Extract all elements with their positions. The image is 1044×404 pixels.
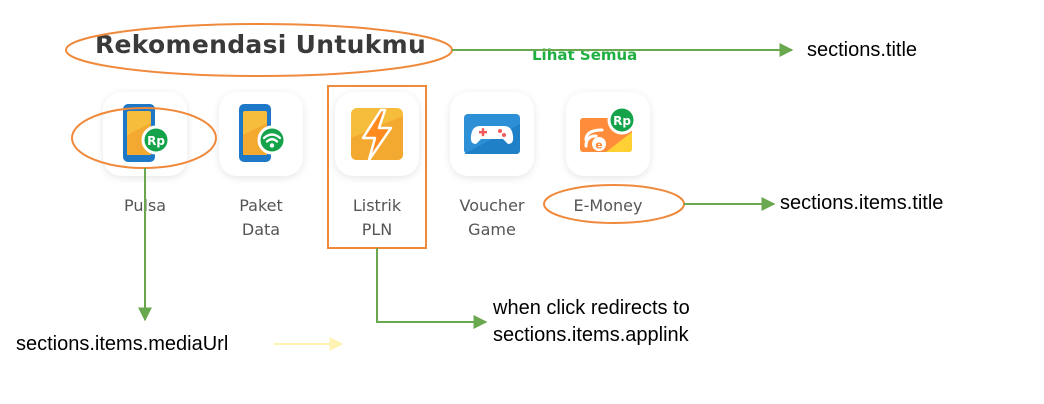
item-paket-data[interactable]: Paket Data	[209, 92, 313, 242]
title-highlight-ellipse	[65, 23, 453, 77]
annotation-applink-line1: when click redirects to	[493, 297, 690, 319]
emoney-card-icon: e Rp	[580, 105, 637, 152]
item-title-highlight-ellipse	[543, 184, 685, 224]
annotation-applink-line2: sections.items.applink	[493, 324, 689, 346]
item-title: Paket Data	[239, 196, 283, 239]
item-tile[interactable]	[450, 92, 534, 176]
item-listrik-pln[interactable]: Listrik PLN	[325, 92, 429, 242]
gamepad-icon	[464, 114, 520, 154]
item-tile[interactable]: e Rp	[566, 92, 650, 176]
media-highlight-ellipse	[71, 107, 217, 169]
section-title: Rekomendasi Untukmu	[95, 30, 427, 59]
annotation-title-label: sections.title	[807, 39, 918, 61]
rp-badge-text: Rp	[147, 134, 165, 148]
applink-annotation-arrow	[376, 248, 488, 329]
e-emblem-text: e	[595, 139, 602, 152]
item-e-money[interactable]: e Rp E-Money	[556, 92, 660, 218]
item-title: Listrik PLN	[352, 196, 402, 239]
item-title: E-Money	[573, 196, 643, 215]
item-title: Voucher Game	[459, 196, 525, 239]
item-voucher-game[interactable]: Voucher Game	[440, 92, 544, 242]
phone-wifi-icon	[239, 104, 287, 162]
phone-rp-icon: Rp	[123, 104, 171, 162]
applink-highlight-box	[327, 85, 427, 249]
item-tile[interactable]	[335, 92, 419, 176]
rp-badge-text: Rp	[613, 114, 631, 128]
annotation-item-title-label: sections.items.title	[780, 192, 944, 214]
lightning-icon	[351, 108, 403, 162]
item-tile[interactable]	[219, 92, 303, 176]
item-pulsa[interactable]: Rp Pulsa	[93, 92, 197, 218]
item-tile[interactable]: Rp	[103, 92, 187, 176]
annotation-media-url-label: sections.items.mediaUrl	[16, 333, 229, 355]
